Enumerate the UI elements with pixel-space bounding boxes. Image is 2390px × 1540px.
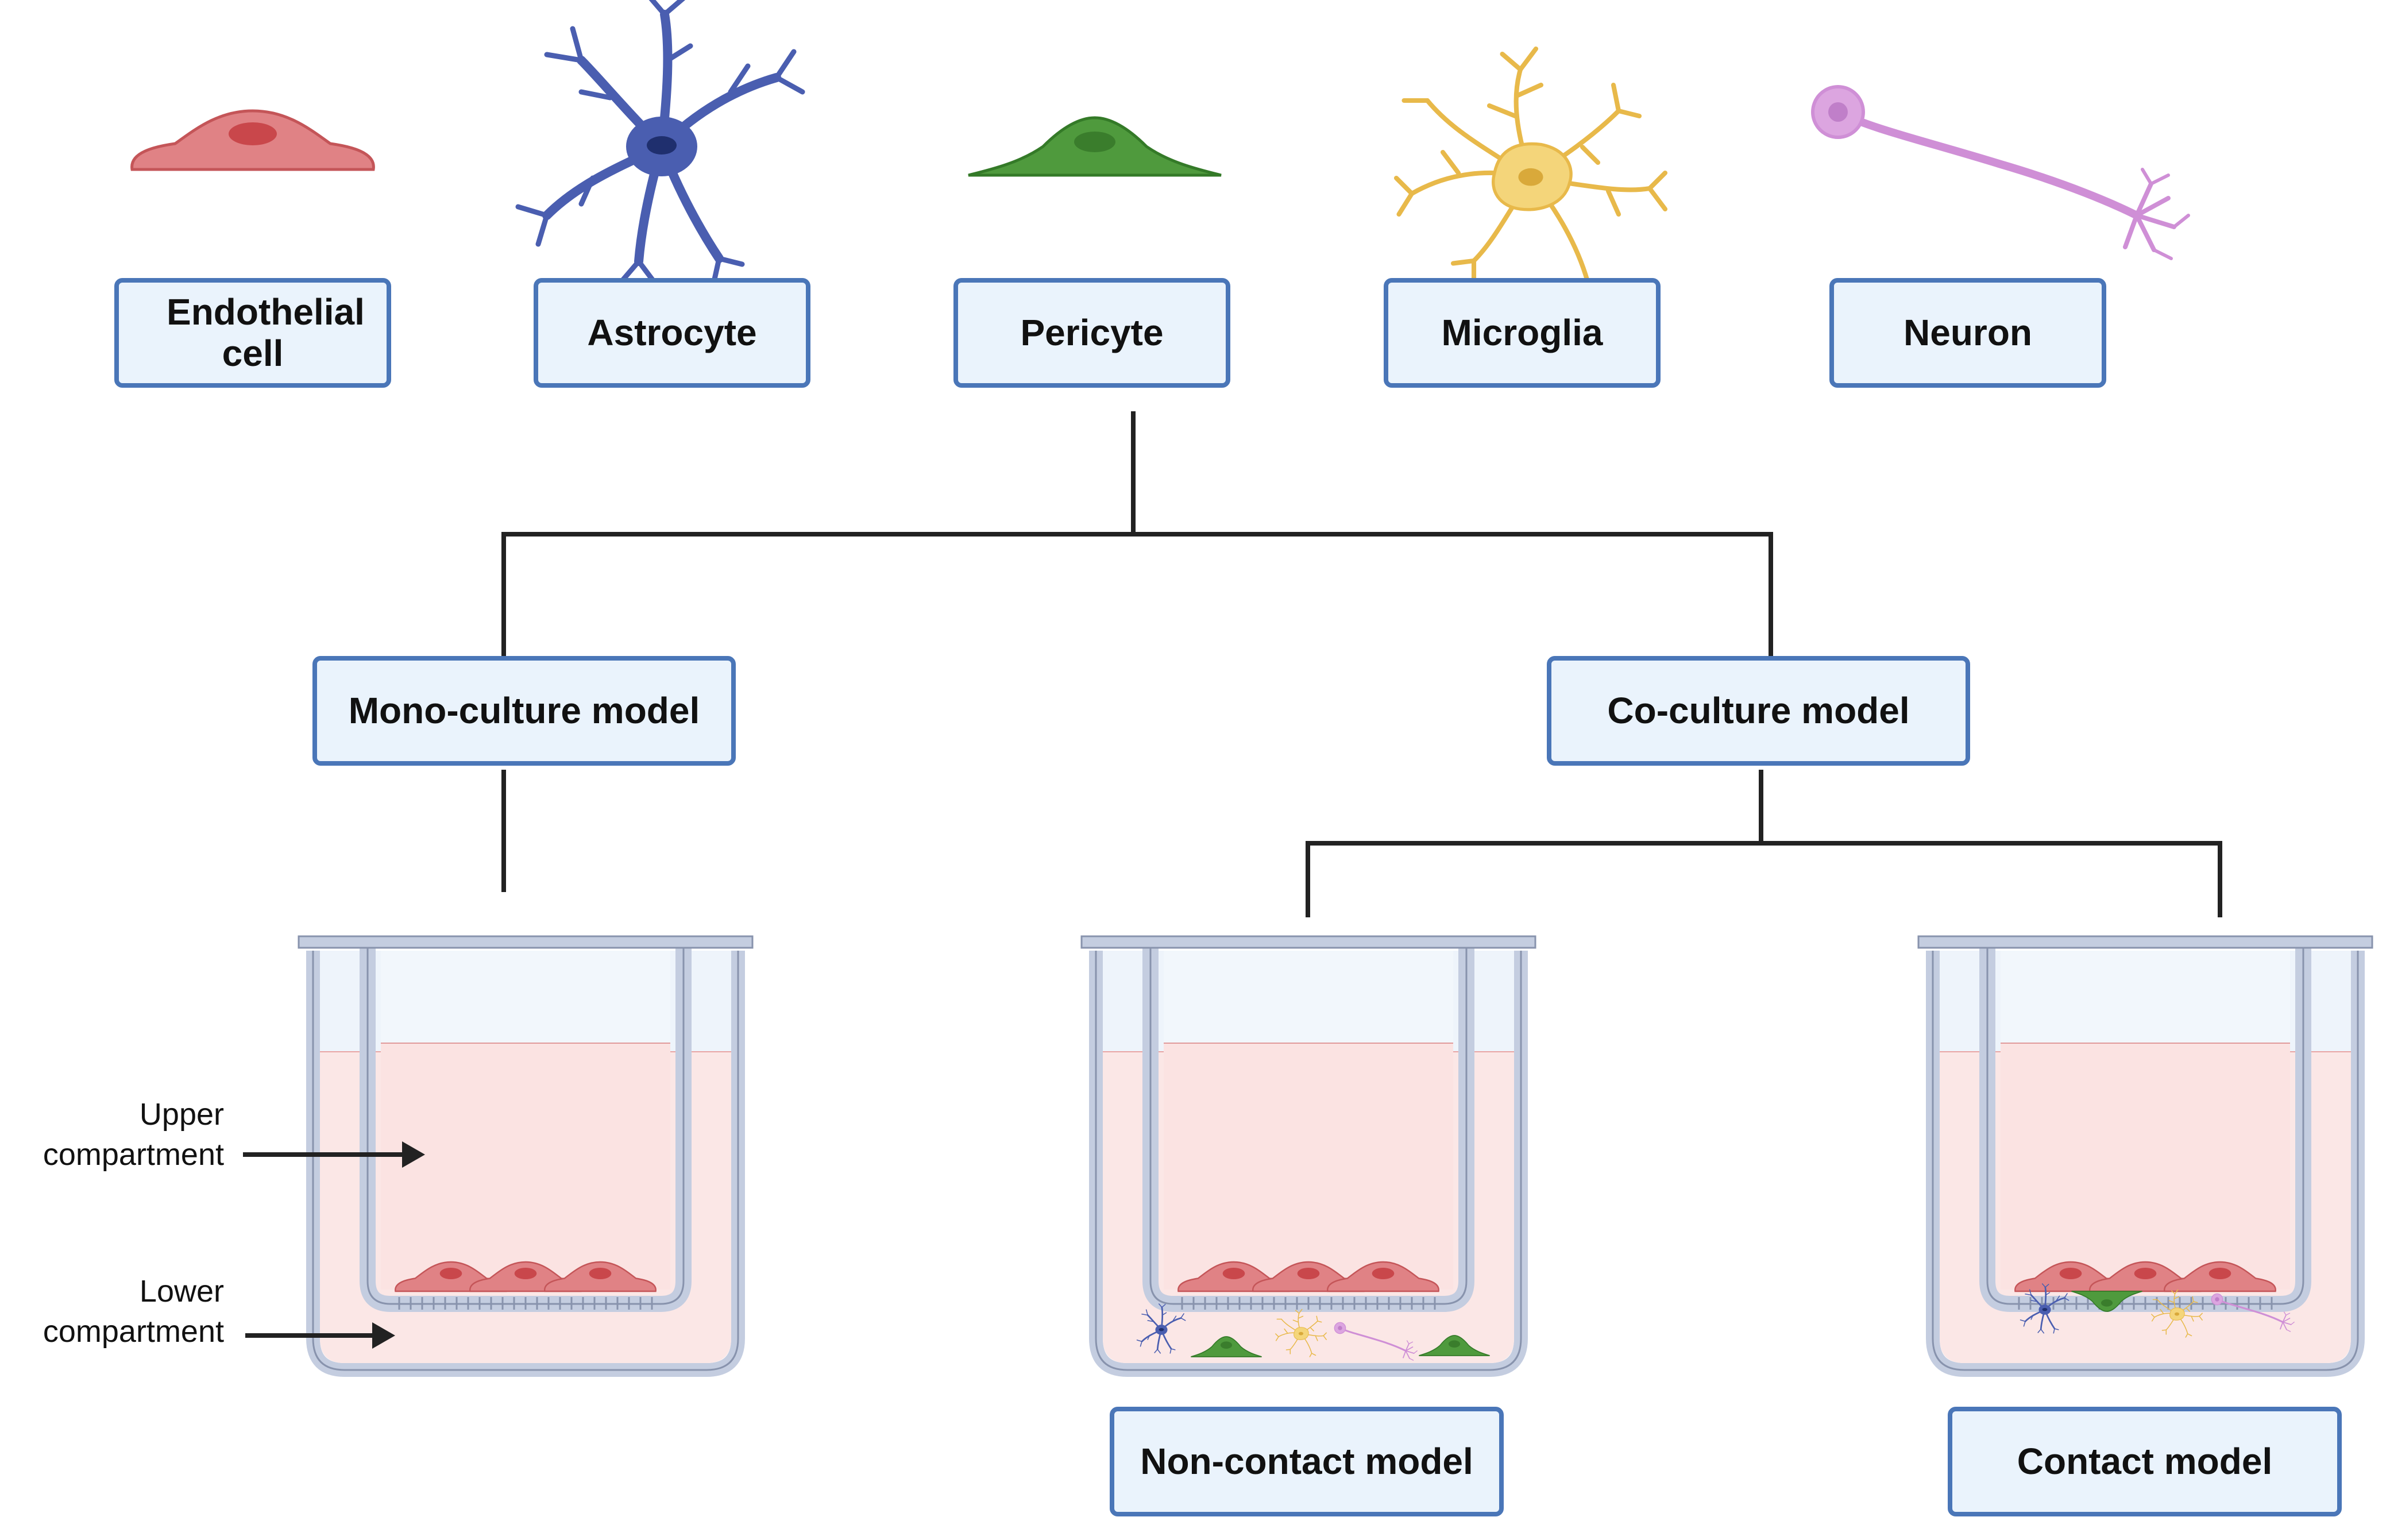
upper-compartment-label: Upper compartment bbox=[43, 1097, 224, 1172]
pericyte-icon bbox=[968, 118, 1221, 175]
microglia-box: Microglia bbox=[1384, 278, 1661, 388]
co-culture-model-label: Co-culture model bbox=[1607, 689, 1910, 731]
non-contact-model-label: Non-contact model bbox=[1140, 1440, 1473, 1482]
mono-culture-model-label: Mono-culture model bbox=[348, 689, 700, 731]
astrocyte-label: Astrocyte bbox=[587, 311, 757, 353]
astrocyte-icon bbox=[518, 0, 802, 284]
contact-model-label: Contact model bbox=[2017, 1440, 2273, 1482]
neuron-box: Neuron bbox=[1829, 278, 2106, 388]
endothelial-cell-label: Endothelial cell bbox=[167, 291, 365, 374]
non-contact-transwell bbox=[1082, 936, 1535, 1370]
pericyte-box: Pericyte bbox=[953, 278, 1230, 388]
microglia-label: Microglia bbox=[1441, 311, 1603, 353]
upper-arrow-head-icon bbox=[402, 1141, 425, 1168]
astrocyte-box: Astrocyte bbox=[534, 278, 810, 388]
microglia-icon bbox=[1396, 49, 1665, 300]
compartment-arrows bbox=[243, 1141, 425, 1349]
lower-arrow-head-icon bbox=[372, 1322, 395, 1349]
contact-model-box: Contact model bbox=[1948, 1407, 2342, 1516]
endothelial-cell-icon bbox=[132, 111, 374, 169]
neuron-label: Neuron bbox=[1903, 311, 2032, 353]
co-culture-model-box: Co-culture model bbox=[1547, 656, 1970, 766]
connector-lines bbox=[501, 411, 2222, 917]
contact-transwell bbox=[1918, 936, 2372, 1370]
mono-culture-model-box: Mono-culture model bbox=[312, 656, 736, 766]
pericyte-label: Pericyte bbox=[1020, 311, 1164, 353]
neuron-icon bbox=[1813, 87, 2188, 258]
endothelial-cell-box: Endothelial cell bbox=[114, 278, 391, 388]
lower-compartment-label: Lower compartment bbox=[43, 1274, 224, 1349]
non-contact-model-box: Non-contact model bbox=[1110, 1407, 1504, 1516]
